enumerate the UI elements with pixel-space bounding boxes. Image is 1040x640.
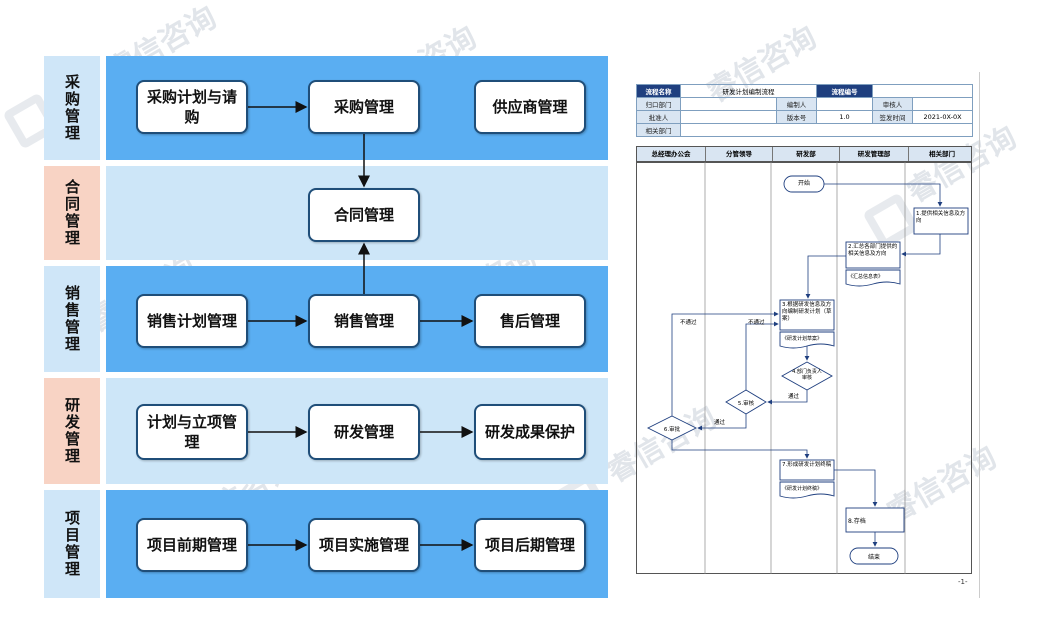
swimlane-header: 总经理办公会 分管领导 研发部 研发管理部 相关部门 — [636, 146, 972, 162]
label-step3: 3.根据研发信息及方向编制研发计划（草案） — [782, 302, 832, 322]
column-related: 相关部门 — [929, 150, 955, 158]
lane-label-rd: 研发管理 — [44, 378, 100, 484]
shape-step1 — [913, 207, 969, 235]
label-start: 开始 — [797, 180, 810, 187]
flow-name-key: 流程名称 — [636, 84, 681, 98]
lane-title: 合同管理 — [63, 179, 81, 247]
label-fail: 不通过 — [748, 320, 765, 326]
approver-key: 批准人 — [636, 110, 681, 124]
page-number: -1- — [958, 578, 968, 586]
related-dept — [680, 123, 973, 137]
node-procurement-plan[interactable]: 采购计划与请购 — [136, 80, 248, 134]
label-pass: 通过 — [788, 394, 800, 400]
label-pass: 通过 — [714, 420, 726, 426]
label-step7-doc: 《研发计划终稿》 — [782, 486, 823, 492]
lane-label-procurement: 采购管理 — [44, 56, 100, 160]
node-project-impl[interactable]: 项目实施管理 — [308, 518, 420, 572]
lane-title: 采购管理 — [63, 74, 81, 142]
node-rd-plan[interactable]: 计划与立项管理 — [136, 404, 248, 460]
label-step4: 4.部门负责人审核 — [792, 369, 822, 381]
node-contract-mgmt[interactable]: 合同管理 — [308, 188, 420, 242]
lane-title: 研发管理 — [63, 397, 81, 465]
node-sales-plan[interactable]: 销售计划管理 — [136, 294, 248, 348]
node-rd-mgmt[interactable]: 研发管理 — [308, 404, 420, 460]
shape-step3-doc — [779, 331, 835, 349]
label-fail: 不通过 — [680, 320, 697, 326]
flow-no-key: 流程编号 — [816, 84, 873, 98]
shape-step2 — [845, 241, 901, 269]
label-step8: 8.存档 — [848, 518, 866, 525]
lane-label-contract: 合同管理 — [44, 166, 100, 260]
label-step7: 7.形成研发计划终稿 — [782, 462, 832, 468]
column-gm-office: 总经理办公会 — [637, 147, 706, 161]
lane-label-sales: 销售管理 — [44, 266, 100, 372]
lane-title: 销售管理 — [63, 285, 81, 353]
flowchart-document: 流程名称 研发计划编制流程 流程编号 归口部门 编制人 审核人 批准人 版本号 … — [624, 72, 980, 598]
shape-end — [849, 547, 899, 565]
shape-step2-doc — [845, 269, 901, 287]
lane-title: 项目管理 — [63, 510, 81, 578]
label-step3-doc: 《研发计划草案》 — [782, 336, 823, 342]
lane-label-project: 项目管理 — [44, 490, 100, 598]
node-after-sales[interactable]: 售后管理 — [474, 294, 586, 348]
column-leader: 分管领导 — [706, 147, 773, 161]
document-header-table: 流程名称 研发计划编制流程 流程编号 归口部门 编制人 审核人 批准人 版本号 … — [636, 84, 973, 137]
node-project-early[interactable]: 项目前期管理 — [136, 518, 248, 572]
node-project-late[interactable]: 项目后期管理 — [474, 518, 586, 572]
label-step2-doc: 《汇总信息表》 — [848, 274, 884, 280]
label-step6: 6.审批 — [663, 427, 681, 433]
version-key: 版本号 — [776, 110, 817, 124]
node-procurement-mgmt[interactable]: 采购管理 — [308, 80, 420, 134]
label-step2: 2.汇总各部门提供的相关信息及方向 — [848, 244, 898, 257]
shape-step7-doc — [779, 481, 835, 499]
flowchart-shapes — [646, 162, 969, 574]
label-step1: 1.提供相关信息及方向 — [916, 211, 966, 224]
node-sales-mgmt[interactable]: 销售管理 — [308, 294, 420, 348]
label-step5: 5.审核 — [737, 401, 755, 407]
label-end: 结束 — [867, 554, 880, 561]
column-rd-dept: 研发部 — [773, 147, 840, 161]
swimlane-body — [636, 162, 972, 574]
shape-step3 — [779, 299, 835, 331]
node-supplier-mgmt[interactable]: 供应商管理 — [474, 80, 586, 134]
column-rd-mgmt: 研发管理部 — [840, 147, 909, 161]
node-rd-result[interactable]: 研发成果保护 — [474, 404, 586, 460]
author-key: 编制人 — [776, 97, 817, 111]
